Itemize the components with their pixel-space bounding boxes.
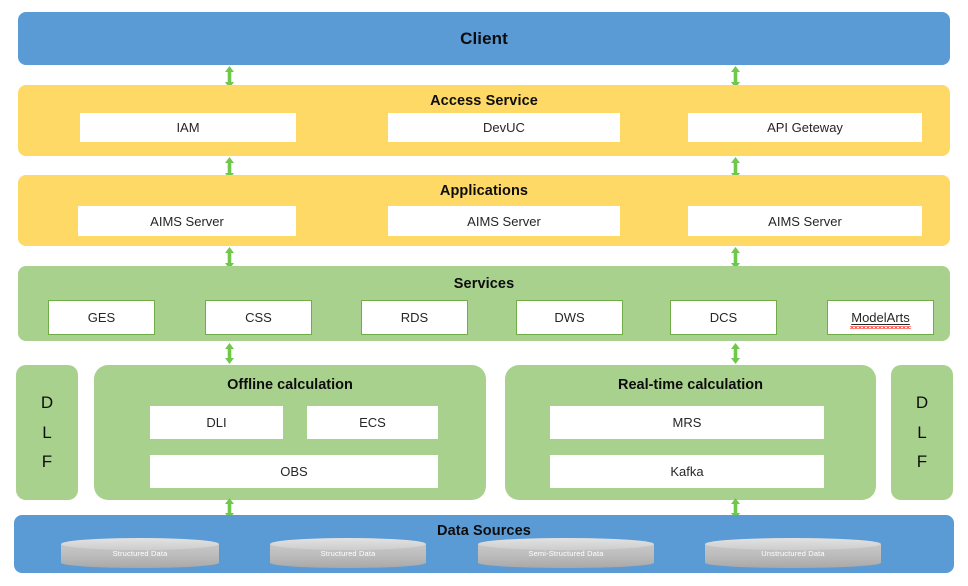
data-source-semi-structured[interactable]: Semi-Structured Data xyxy=(478,538,654,568)
data-source-structured-1-label: Structured Data xyxy=(112,548,168,558)
connector-services-to-calculation-left xyxy=(223,343,236,364)
services-item-dcs-label: DCS xyxy=(709,310,738,325)
dlf-pillar-right-letter-l: L xyxy=(917,422,927,442)
connector-calculation-to-data-sources-right xyxy=(729,498,742,519)
panel-realtime-calculation-title: Real-time calculation xyxy=(617,377,764,393)
cylinder-top xyxy=(61,538,219,550)
realtime-item-kafka[interactable]: Kafka xyxy=(550,455,824,488)
access-service-item-iam[interactable]: IAM xyxy=(80,113,296,142)
connector-calculation-to-data-sources-left xyxy=(223,498,236,519)
services-item-css-label: CSS xyxy=(245,310,272,325)
offline-item-ecs[interactable]: ECS xyxy=(307,406,438,439)
dlf-pillar-left-letter-l: L xyxy=(42,422,52,442)
connector-access-to-applications-right xyxy=(729,157,742,179)
layer-applications-title: Applications xyxy=(439,183,529,199)
layer-access-service-title: Access Service xyxy=(430,93,538,109)
services-item-dcs[interactable]: DCS xyxy=(670,300,777,335)
layer-services-title: Services xyxy=(453,276,515,292)
applications-item-aims-server-3[interactable]: AIMS Server xyxy=(688,206,922,236)
data-source-semi-structured-label: Semi-Structured Data xyxy=(528,548,604,558)
connector-applications-to-services-right xyxy=(729,247,742,269)
layer-client-title: Client xyxy=(460,29,508,48)
cylinder-top xyxy=(478,538,654,550)
services-item-css[interactable]: CSS xyxy=(205,300,312,335)
data-source-structured-2[interactable]: Structured Data xyxy=(270,538,426,568)
services-item-modelarts[interactable]: ModelArts xyxy=(827,300,934,335)
cylinder-top xyxy=(270,538,426,550)
connector-access-to-applications-left xyxy=(223,157,236,179)
cylinder-top xyxy=(705,538,881,550)
layer-data-sources-title: Data Sources xyxy=(437,523,531,539)
services-item-dws[interactable]: DWS xyxy=(516,300,623,335)
services-item-dws-label: DWS xyxy=(554,310,585,325)
offline-item-obs[interactable]: OBS xyxy=(150,455,438,488)
layer-client: Client xyxy=(18,12,950,65)
data-source-structured-1[interactable]: Structured Data xyxy=(61,538,219,568)
services-item-modelarts-label: ModelArts xyxy=(850,310,911,329)
panel-offline-calculation-title: Offline calculation xyxy=(227,377,353,393)
connector-client-to-access-right xyxy=(729,66,742,88)
data-source-unstructured-label: Unstructured Data xyxy=(761,548,825,558)
layer-services: Services xyxy=(18,266,950,341)
services-item-rds-label: RDS xyxy=(400,310,429,325)
connector-client-to-access-left xyxy=(223,66,236,88)
access-service-item-api-gateway[interactable]: API Geteway xyxy=(688,113,922,142)
access-service-item-devuc[interactable]: DevUC xyxy=(388,113,620,142)
services-item-ges[interactable]: GES xyxy=(48,300,155,335)
connector-services-to-calculation-right xyxy=(729,343,742,364)
offline-item-dli[interactable]: DLI xyxy=(150,406,283,439)
realtime-item-mrs[interactable]: MRS xyxy=(550,406,824,439)
data-source-unstructured[interactable]: Unstructured Data xyxy=(705,538,881,568)
data-source-structured-2-label: Structured Data xyxy=(320,548,376,558)
dlf-pillar-left-letter-f: F xyxy=(41,452,53,472)
applications-item-aims-server-1[interactable]: AIMS Server xyxy=(78,206,296,236)
connector-applications-to-services-left xyxy=(223,247,236,269)
services-item-rds[interactable]: RDS xyxy=(361,300,468,335)
dlf-pillar-right-letter-d: D xyxy=(915,392,929,412)
applications-item-aims-server-2[interactable]: AIMS Server xyxy=(388,206,620,236)
dlf-pillar-left-letter-d: D xyxy=(40,392,54,412)
dlf-pillar-right[interactable]: D L F xyxy=(891,365,953,500)
dlf-pillar-right-letter-f: F xyxy=(916,452,928,472)
dlf-pillar-left[interactable]: D L F xyxy=(16,365,78,500)
